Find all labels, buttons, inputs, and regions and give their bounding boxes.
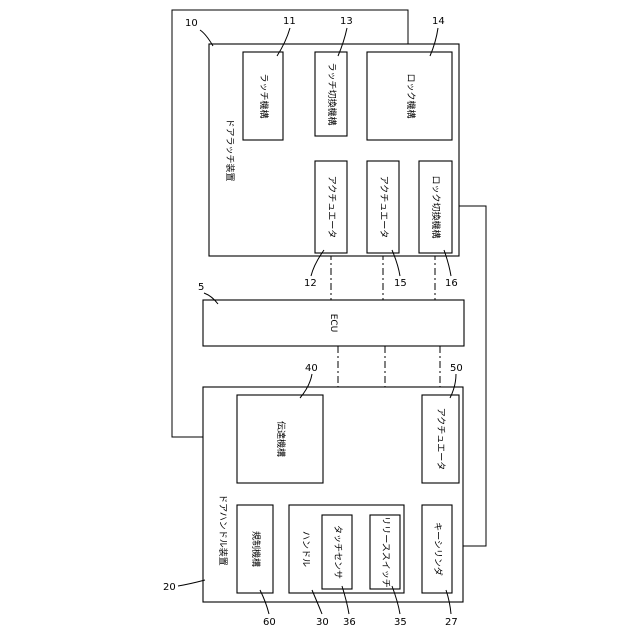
ref-30: 30: [316, 617, 329, 628]
key-cylinder-label: キーシリンダ: [432, 522, 444, 576]
leader-20: [178, 580, 205, 586]
door-handle-device: ドアハンドル装置 伝達機構 アクチュエータ 規制機構 ハンドル タッチセンサ リ…: [203, 387, 463, 602]
ref-36: 36: [343, 617, 356, 628]
ref-35: 35: [394, 617, 407, 628]
ref-27: 27: [445, 617, 458, 628]
ecu-label: ECU: [328, 314, 338, 333]
release-switch-label: リリーススイッチ: [380, 516, 391, 588]
ref-16: 16: [445, 278, 458, 289]
door-latch-device-title: ドアラッチ装置: [224, 118, 236, 181]
touch-sensor-label: タッチセンサ: [332, 525, 343, 579]
ref-60: 60: [263, 617, 276, 628]
door-handle-device-title: ドアハンドル装置: [217, 494, 229, 566]
actuator-50-label: アクチュエータ: [435, 408, 446, 471]
leader-10: [200, 30, 213, 46]
actuator-15-label: アクチュエータ: [378, 176, 389, 239]
ref-20: 20: [163, 582, 176, 593]
ref-15: 15: [394, 278, 407, 289]
actuator-12-label: アクチュエータ: [326, 176, 337, 239]
lock-mechanism-label: ロック機構: [405, 73, 417, 118]
ref-12: 12: [304, 278, 317, 289]
restriction-mechanism-label: 規制機構: [250, 531, 262, 567]
latch-mechanism-label: ラッチ機構: [258, 73, 270, 118]
ref-50: 50: [450, 363, 463, 374]
lock-switch-mechanism-label: ロック切換機構: [430, 175, 442, 238]
ref-5: 5: [198, 282, 204, 293]
ref-13: 13: [340, 16, 353, 27]
ecu: ECU: [203, 300, 464, 346]
ref-11: 11: [283, 16, 296, 27]
ref-10: 10: [185, 18, 198, 29]
ref-14: 14: [432, 16, 445, 27]
transmission-mechanism-label: 伝達機構: [275, 421, 287, 457]
latch-switch-mechanism-label: ラッチ切換機構: [326, 62, 338, 125]
door-latch-device: ドアラッチ装置 ラッチ機構 ラッチ切換機構 ロック機構 アクチュエータ アクチュ…: [209, 44, 459, 256]
ref-40: 40: [305, 363, 318, 374]
handle-label: ハンドル: [300, 531, 310, 567]
